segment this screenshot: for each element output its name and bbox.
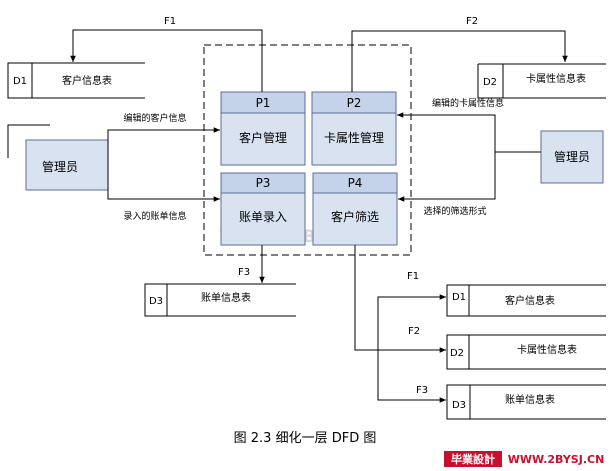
process-p3-id: P3 xyxy=(256,176,271,190)
brand-logo: 毕業設計 WWW.2BYSJ.CN xyxy=(444,451,604,467)
process-p3-name: 账单录入 xyxy=(239,210,287,224)
process-p4-name: 客户筛选 xyxy=(331,209,379,224)
datastore-d3-out-id: D3 xyxy=(452,400,466,411)
flow-edit-customer xyxy=(107,127,220,165)
flow-f1-top-label: F1 xyxy=(164,16,176,27)
process-p1-id: P1 xyxy=(256,96,271,110)
flow-p4-trunk xyxy=(354,245,378,351)
flow-f1-out xyxy=(377,294,446,350)
datastore-d2-top-id: D2 xyxy=(483,77,497,88)
external-admin-left: 管理员 xyxy=(7,124,109,191)
flow-f1-out-label: F1 xyxy=(407,271,419,282)
flow-filter-form xyxy=(398,152,496,202)
flow-edit-customer-label: 编辑的客户信息 xyxy=(123,112,186,124)
datastore-d2-out: D2 卡属性信息表 xyxy=(446,334,606,370)
datastore-d3-out: D3 账单信息表 xyxy=(446,384,606,420)
external-admin-left-label: 管理员 xyxy=(42,159,78,174)
datastore-d1-out-name: 客户信息表 xyxy=(505,294,555,307)
system-boundary xyxy=(203,44,412,256)
datastore-d3-mid: D3 账单信息表 xyxy=(144,283,296,317)
datastore-d1-top-name: 客户信息表 xyxy=(62,74,112,87)
datastore-d3-mid-id: D3 xyxy=(149,296,163,307)
datastore-d1-out-id: D1 xyxy=(452,292,466,303)
flow-f2-top xyxy=(351,30,568,92)
flow-f3-out-label: F3 xyxy=(416,385,428,396)
flow-f3-out xyxy=(377,350,446,403)
flow-f2-top-label: F2 xyxy=(466,16,478,27)
datastore-d3-out-name: 账单信息表 xyxy=(505,393,555,406)
flow-enter-bill-label: 录入的账单信息 xyxy=(123,210,186,222)
datastore-d1-top: D1 客户信息表 xyxy=(7,62,145,99)
datastore-d2-top-name: 卡属性信息表 xyxy=(526,72,586,85)
process-p4: P4 客户筛选 xyxy=(312,172,398,246)
process-p2-name: 卡属性管理 xyxy=(324,130,384,145)
flow-f3-label: F3 xyxy=(238,267,250,278)
datastore-d1-out: D1 客户信息表 xyxy=(446,284,606,317)
brand-badge-text: 毕業設計 xyxy=(451,452,495,466)
datastore-d2-top: D2 卡属性信息表 xyxy=(477,63,606,99)
flow-filter-form-label: 选择的筛选形式 xyxy=(423,205,486,217)
flow-enter-bill xyxy=(107,165,220,202)
figure-caption: 图 2.3 细化一层 DFD 图 xyxy=(234,431,377,446)
datastore-d3-mid-name: 账单信息表 xyxy=(201,291,251,304)
flow-edit-card-label: 编辑的卡属性信息 xyxy=(432,97,504,109)
process-p3: P3 账单录入 xyxy=(220,172,306,246)
external-admin-right: 管理员 xyxy=(540,130,604,184)
process-p1: P1 客户管理 xyxy=(220,91,306,166)
process-p2: P2 卡属性管理 xyxy=(311,91,397,166)
flow-edit-card xyxy=(397,112,541,153)
datastore-d1-top-id: D1 xyxy=(13,76,27,87)
process-p2-id: P2 xyxy=(347,96,362,110)
brand-site-text: WWW.2BYSJ.CN xyxy=(508,453,605,466)
process-p4-id: P4 xyxy=(348,176,363,190)
process-p1-name: 客户管理 xyxy=(239,130,287,145)
flow-f2-out-label: F2 xyxy=(408,326,420,337)
flow-f1-top xyxy=(70,29,263,92)
datastore-d2-out-name: 卡属性信息表 xyxy=(517,343,577,356)
datastore-d2-out-id: D2 xyxy=(450,348,464,359)
external-admin-right-label: 管理员 xyxy=(554,149,590,164)
